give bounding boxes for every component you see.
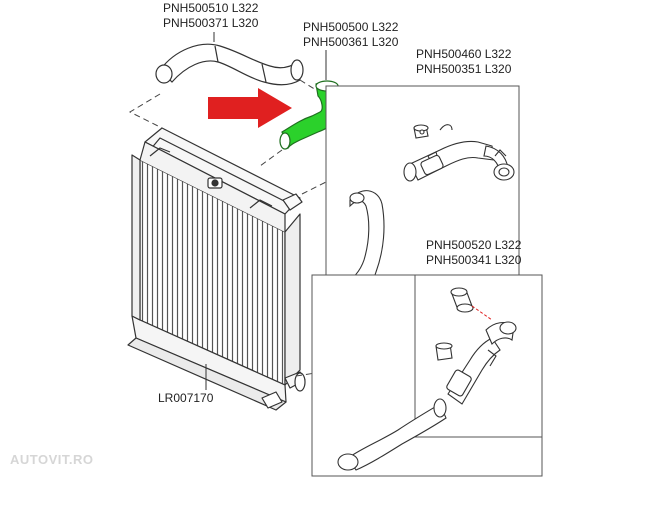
- intercooler: [127, 127, 306, 411]
- hose-top-left: [155, 43, 304, 86]
- part-label-hose-top-left-1: PNH500510 L322: [163, 1, 259, 15]
- part-label-hose-right-upper-2: PNH500351 L320: [416, 62, 512, 76]
- part-label-hose-right-lower-1: PNH500520 L322: [426, 238, 522, 252]
- label-leaders: [205, 32, 327, 390]
- watermark: AUTOVIT.RO: [10, 452, 94, 467]
- part-label-hose-highlighted-2: PNH500361 L320: [303, 35, 399, 49]
- part-label-hose-right-upper-1: PNH500460 L322: [416, 47, 512, 61]
- part-label-hose-right-lower-2: PNH500341 L320: [426, 253, 522, 267]
- part-label-hose-top-left-2: PNH500371 L320: [163, 16, 259, 30]
- red-arrow-icon: [208, 88, 292, 128]
- part-label-intercooler: LR007170: [158, 391, 214, 405]
- part-label-hose-highlighted-1: PNH500500 L322: [303, 20, 399, 34]
- inset-box-lower: [311, 274, 543, 477]
